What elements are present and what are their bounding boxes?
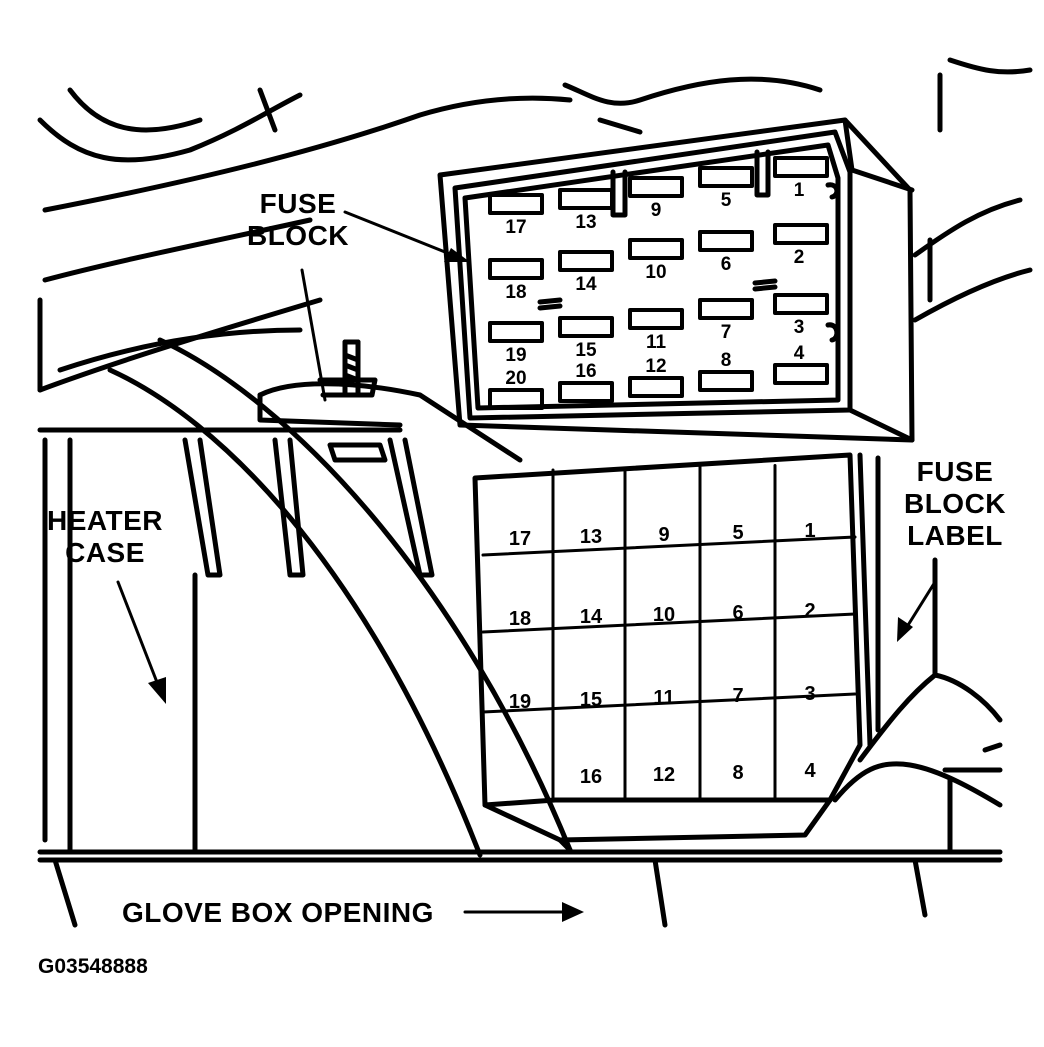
label-cell-number: 9 (658, 524, 669, 546)
label-grid-line (481, 692, 857, 714)
label-cell-number: 7 (732, 685, 743, 707)
fuse-block-label-callout-line1: FUSE (916, 456, 994, 487)
fuse-slot-number: 10 (645, 262, 666, 283)
arrowhead-fuse-block (444, 248, 470, 262)
label-cell-number: 5 (732, 522, 743, 544)
glove-box-edge (37, 849, 1003, 928)
right-duct (832, 557, 1003, 853)
fuse-slot (773, 293, 829, 315)
arrowhead-heater-case (148, 677, 166, 704)
fuse-slot-number: 9 (651, 200, 662, 221)
fuse-slot-number: 5 (721, 190, 732, 211)
label-cell-number: 15 (580, 689, 602, 711)
fuse-slot-number: 8 (721, 350, 732, 371)
label-cell-number: 6 (732, 602, 743, 624)
fuse-slot-number: 12 (645, 356, 666, 377)
label-cell-number: 11 (653, 687, 674, 709)
fuse-slot (698, 230, 754, 252)
fuse-slot (558, 188, 614, 210)
arrowhead-fuse-block-label (897, 617, 913, 642)
fuse-slot-number: 3 (794, 317, 805, 338)
fuse-slot-number: 16 (575, 361, 596, 382)
fuse-slot (558, 381, 614, 403)
fuse-slot (488, 321, 544, 343)
fuse-block-label-callout-line2: BLOCK (903, 488, 1007, 519)
fuse-slot (773, 156, 829, 178)
figure-id: G03548888 (38, 955, 148, 978)
heater-duct (37, 217, 573, 858)
fuse-slot-number: 7 (721, 322, 732, 343)
fuse-block-label-panel (472, 452, 881, 853)
fuse-slot (773, 223, 829, 245)
label-cell-number: 8 (732, 762, 743, 784)
fuse-slot (488, 388, 544, 410)
fuse-slot-number: 17 (505, 217, 526, 238)
glove-box-opening-callout: GLOVE BOX OPENING (122, 897, 434, 928)
fuse-slots (488, 156, 829, 410)
label-grid (481, 464, 857, 800)
label-cell-number: 2 (804, 600, 815, 622)
dash-structure-upper (37, 57, 1033, 323)
label-cell-number: 12 (653, 764, 675, 786)
heater-case-callout-line2: CASE (65, 537, 145, 568)
label-cell-number: 17 (509, 528, 531, 550)
label-grid-line (481, 535, 857, 557)
fuse-slot (558, 316, 614, 338)
fuse-block-callout-line2: BLOCK (246, 220, 350, 251)
fuse-slot-number: 13 (575, 212, 596, 233)
fuse-slot-number: 19 (505, 345, 526, 366)
mounting-bolt (317, 339, 378, 398)
fuse-slot (628, 238, 684, 260)
fuse-slot-numbers: 17 13 9 5 1 18 14 10 6 2 19 15 11 7 3 20 16 12 8 4 (505, 180, 804, 389)
label-cell-number: 10 (653, 604, 675, 626)
label-cell-number: 13 (580, 526, 602, 548)
fuse-block-callout-line1: FUSE (259, 188, 337, 219)
arrowhead-glove-box (562, 902, 584, 922)
fuse-block-leader (343, 210, 462, 260)
fuse-slot-number: 4 (794, 343, 805, 364)
label-cell-number: 3 (804, 683, 815, 705)
fuse-slot-number: 18 (505, 282, 526, 303)
fuse-slot-number: 2 (794, 247, 805, 268)
heater-case-leader (116, 580, 162, 692)
fuse-slot (628, 376, 684, 398)
fuse-block-callout: FUSE BLOCK (238, 188, 358, 252)
fuse-slot (628, 176, 684, 198)
label-cell-number: 4 (804, 760, 816, 782)
heater-case-callout: HEATER CASE (35, 505, 175, 569)
fuse-block-label-callout-line3: LABEL (907, 520, 1003, 551)
label-cell-number: 18 (509, 608, 531, 630)
fuse-slot (488, 193, 544, 215)
fuse-slot-number: 6 (721, 254, 732, 275)
fuse-slot (558, 250, 614, 272)
fuse-slot-number: 1 (794, 180, 805, 201)
fuse-slot (628, 308, 684, 330)
fuse-slot (488, 258, 544, 280)
fuse-block-label-callout: FUSE BLOCK LABEL (895, 456, 1015, 552)
label-cell-number: 16 (580, 766, 602, 788)
fuse-block-label-leader (903, 580, 937, 632)
fuse-slot-number: 20 (505, 368, 526, 389)
fuse-slot-number: 14 (575, 274, 597, 295)
fuse-slot-number: 15 (575, 340, 597, 361)
label-cell-number: 14 (580, 606, 603, 628)
fuse-slot (698, 298, 754, 320)
fuse-slot (698, 370, 754, 392)
label-grid-line (481, 612, 857, 634)
heater-case (37, 381, 523, 853)
fuse-slot-number: 11 (646, 332, 667, 353)
fuse-slot (698, 166, 754, 188)
fuse-slot (773, 363, 829, 385)
fuse-block-leader-2 (300, 268, 327, 402)
heater-case-callout-line1: HEATER (46, 505, 164, 536)
label-cell-number: 1 (804, 520, 815, 542)
label-cell-number: 19 (509, 691, 531, 713)
fuse-block-housing (437, 117, 915, 443)
label-numbers: 17 13 9 5 1 18 14 10 6 2 19 15 11 7 3 16 12 8 4 (509, 520, 817, 788)
